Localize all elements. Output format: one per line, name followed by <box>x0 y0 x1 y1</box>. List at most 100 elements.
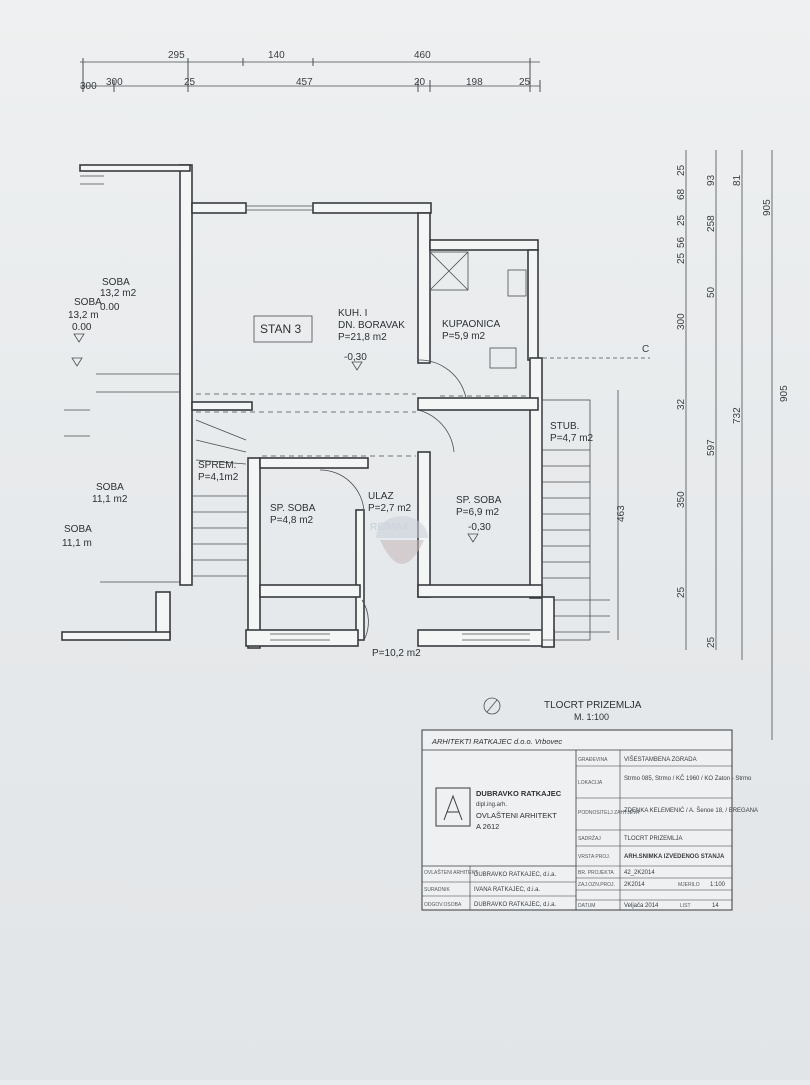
entrance-area: P=2,7 m2 <box>368 503 412 514</box>
dim-r1-4: 56 <box>676 236 687 248</box>
row-label-applicant: PODNOSITELJ ZAHTJEVA <box>578 810 640 816</box>
north-arrow-icon <box>483 697 501 715</box>
neighbor-room-1: SOBA <box>102 277 130 288</box>
storage-label: SPREM. <box>198 460 236 471</box>
walls <box>61 164 555 649</box>
sheet-value: 14 <box>712 903 719 909</box>
neighbor-room-1-area: 13,2 m2 <box>100 288 137 299</box>
level-neighbor-2: 0.00 <box>72 322 92 333</box>
dim-stair: 463 <box>616 505 627 522</box>
staff-label-3: ODGOV.OSOBA <box>424 902 462 908</box>
dim-r1-3: 25 <box>676 214 687 226</box>
scale-value: 1:100 <box>710 882 726 888</box>
small-room-left-area: P=4,8 m2 <box>270 515 314 526</box>
dim-r1-6: 300 <box>676 313 687 330</box>
bottom-area: P=10,2 m2 <box>372 648 421 659</box>
dim-r2-6: 732 <box>732 407 743 424</box>
top-dimension-chain: 295 140 460 300 300 25 457 20 198 25 <box>80 50 541 92</box>
sheet-label: LIST <box>680 903 691 909</box>
row-label-type: VRSTA PROJ. <box>578 854 610 860</box>
dim-r1-5: 25 <box>676 252 687 264</box>
stair-area: P=4,7 m2 <box>550 433 594 444</box>
neighbor-room-3: SOBA <box>96 482 124 493</box>
fixtures <box>64 175 610 641</box>
level-neighbor-1: 0.00 <box>100 302 120 313</box>
remax-watermark: RE/MAX <box>370 516 428 564</box>
row-value-applicant: ZDENKA KELEMENIĆ / A. Šenoe 18, / BREGAN… <box>624 807 758 814</box>
dim-r1-1: 25 <box>676 164 687 176</box>
drawing-title-block: TLOCRT PRIZEMLJA M. 1:100 <box>483 697 642 722</box>
dim-bot-2: 300 <box>106 77 123 88</box>
staff-value-2: IVANA RATKAJEC, d.i.a. <box>474 887 540 893</box>
architect-name: DUBRAVKO RATKAJEC <box>476 789 562 798</box>
neighbor-room-2-area: 13,2 m <box>68 310 99 321</box>
right-dimension-chain: 25 68 25 56 25 300 32 350 25 25 93 258 8… <box>536 150 790 740</box>
dim-r2-4: 50 <box>706 286 717 298</box>
dim-r1-7: 32 <box>676 398 687 410</box>
row-label-content: SADRŽAJ <box>578 834 601 842</box>
row-label-building: GRAĐEVINA <box>578 757 608 763</box>
level-room-right: -0,30 <box>468 522 491 533</box>
row-value-location: Strmo 085, Strmo / KČ 1960 / KO Zaton - … <box>624 775 752 782</box>
dim-bot-6: 198 <box>466 77 483 88</box>
staff-value-3: DUBRAVKO RATKAJEC, d.i.a. <box>474 902 556 908</box>
bathroom-label: KUPAONICA <box>442 319 500 330</box>
storage-area: P=4,1m2 <box>198 472 239 483</box>
watermark-text: RE/MAX <box>370 522 409 533</box>
row-label-location: LOKACIJA <box>578 780 603 786</box>
dim-bot-5: 20 <box>414 77 426 88</box>
title-block: ARHITEKTI RATKAJEC d.o.o. Vrbovec DUBRAV… <box>421 729 758 911</box>
kitchen-label-1: KUH. I <box>338 308 367 319</box>
row-value-project-code: 2K2014 <box>624 882 645 888</box>
small-room-right-label: SP. SOBA <box>456 495 502 506</box>
dim-r2-2: 258 <box>706 215 717 232</box>
row-value-content: TLOCRT PRIZEMLJA <box>624 836 682 842</box>
dim-bot-1: 300 <box>80 81 97 92</box>
dim-r2-1: 93 <box>706 174 717 186</box>
dim-top-1: 295 <box>168 50 185 61</box>
stair-label: STUB. <box>550 421 579 432</box>
dim-r1-10: 25 <box>706 636 717 648</box>
dim-r3-1: 905 <box>762 199 773 216</box>
row-value-building: VIŠESTAMBENA ZGRADA <box>624 756 697 763</box>
architect-degree: dipl.ing.arh. <box>476 802 507 808</box>
dim-bot-7: 25 <box>519 77 531 88</box>
architect-stamp-icon <box>435 787 471 827</box>
staff-label-2: SURADNIK <box>424 887 451 893</box>
dim-top-3: 460 <box>414 50 431 61</box>
office-name: ARHITEKTI RATKAJEC d.o.o. Vrbovec <box>431 737 562 746</box>
room-labels: STAN 3 KUH. I DN. BORAVAK P=21,8 m2 -0,3… <box>62 277 594 659</box>
dim-bot-3: 25 <box>184 77 196 88</box>
drawing-scale: M. 1:100 <box>574 712 609 722</box>
dim-top-2: 140 <box>268 50 285 61</box>
section-marker: C <box>642 344 649 355</box>
architect-role: OVLAŠTENI ARHITEKT <box>476 811 557 820</box>
dim-r2-3: 81 <box>732 174 743 186</box>
level-kitchen: -0,30 <box>344 352 367 363</box>
neighbor-room-4: SOBA <box>64 524 92 535</box>
bathroom-area: P=5,9 m2 <box>442 331 486 342</box>
small-room-right-area: P=6,9 m2 <box>456 507 500 518</box>
row-label-project-no: BR. PROJEKTA <box>578 870 614 876</box>
flat-label: STAN 3 <box>260 322 301 336</box>
neighbor-room-3-area: 11,1 m2 <box>92 494 128 505</box>
staff-label-1: OVLAŠTENI ARHITEKT <box>424 869 478 876</box>
architect-number: A 2612 <box>476 822 499 831</box>
neighbor-room-4-area: 11,1 m <box>62 538 92 549</box>
dim-r1-2: 68 <box>676 188 687 200</box>
kitchen-area: P=21,8 m2 <box>338 332 387 343</box>
scale-label: MJERILO <box>678 882 700 888</box>
row-label-project-code: ZAJ.OZN.PROJ. <box>578 882 615 888</box>
dim-r2-5: 597 <box>706 439 717 456</box>
staff-value-1: DUBRAVKO RATKAJEC, d.i.a. <box>474 872 556 878</box>
dim-r3-2: 905 <box>779 385 790 402</box>
row-value-date: Veljača 2014 <box>624 903 659 909</box>
entrance-label: ULAZ <box>368 491 394 502</box>
row-value-type: ARH.SNIMKA IZVEDENOG STANJA <box>624 854 725 860</box>
small-room-left-label: SP. SOBA <box>270 503 316 514</box>
dim-r1-9: 25 <box>676 586 687 598</box>
kitchen-label-2: DN. BORAVAK <box>338 320 405 331</box>
drawing-title: TLOCRT PRIZEMLJA <box>544 700 642 711</box>
